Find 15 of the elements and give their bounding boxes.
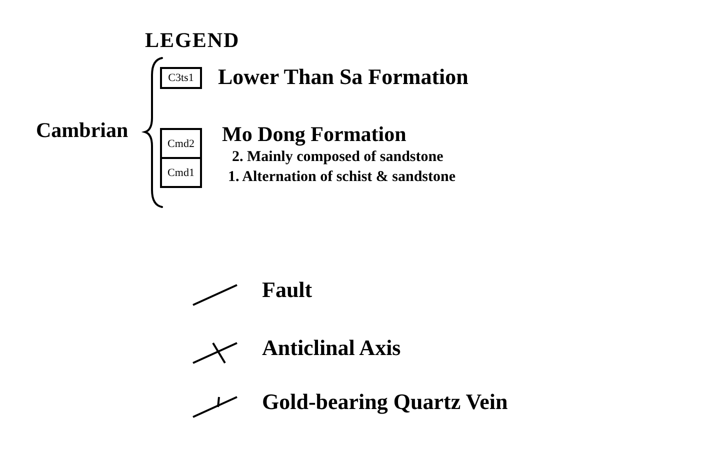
formation-name: Mo Dong Formation [222,122,406,147]
member-description: 1. Alternation of schist & sandstone [228,169,456,186]
period-label: Cambrian [36,118,128,143]
formation-code: Cmd1 [168,166,194,178]
formation-code: Cmd2 [168,138,194,150]
formation-name: Lower Than Sa Formation [218,64,468,90]
formation-code-box [160,67,202,89]
legend-label: Gold-bearing Quartz Vein [262,389,508,415]
legend-title: LEGEND [145,28,240,53]
formation-code-box [160,157,202,188]
formation-code-box [160,128,202,159]
legend-label: Anticlinal Axis [262,335,401,361]
formation-code: C3ts1 [168,72,194,84]
legend-label: Fault [262,277,312,303]
member-description: 2. Mainly composed of sandstone [232,149,444,166]
